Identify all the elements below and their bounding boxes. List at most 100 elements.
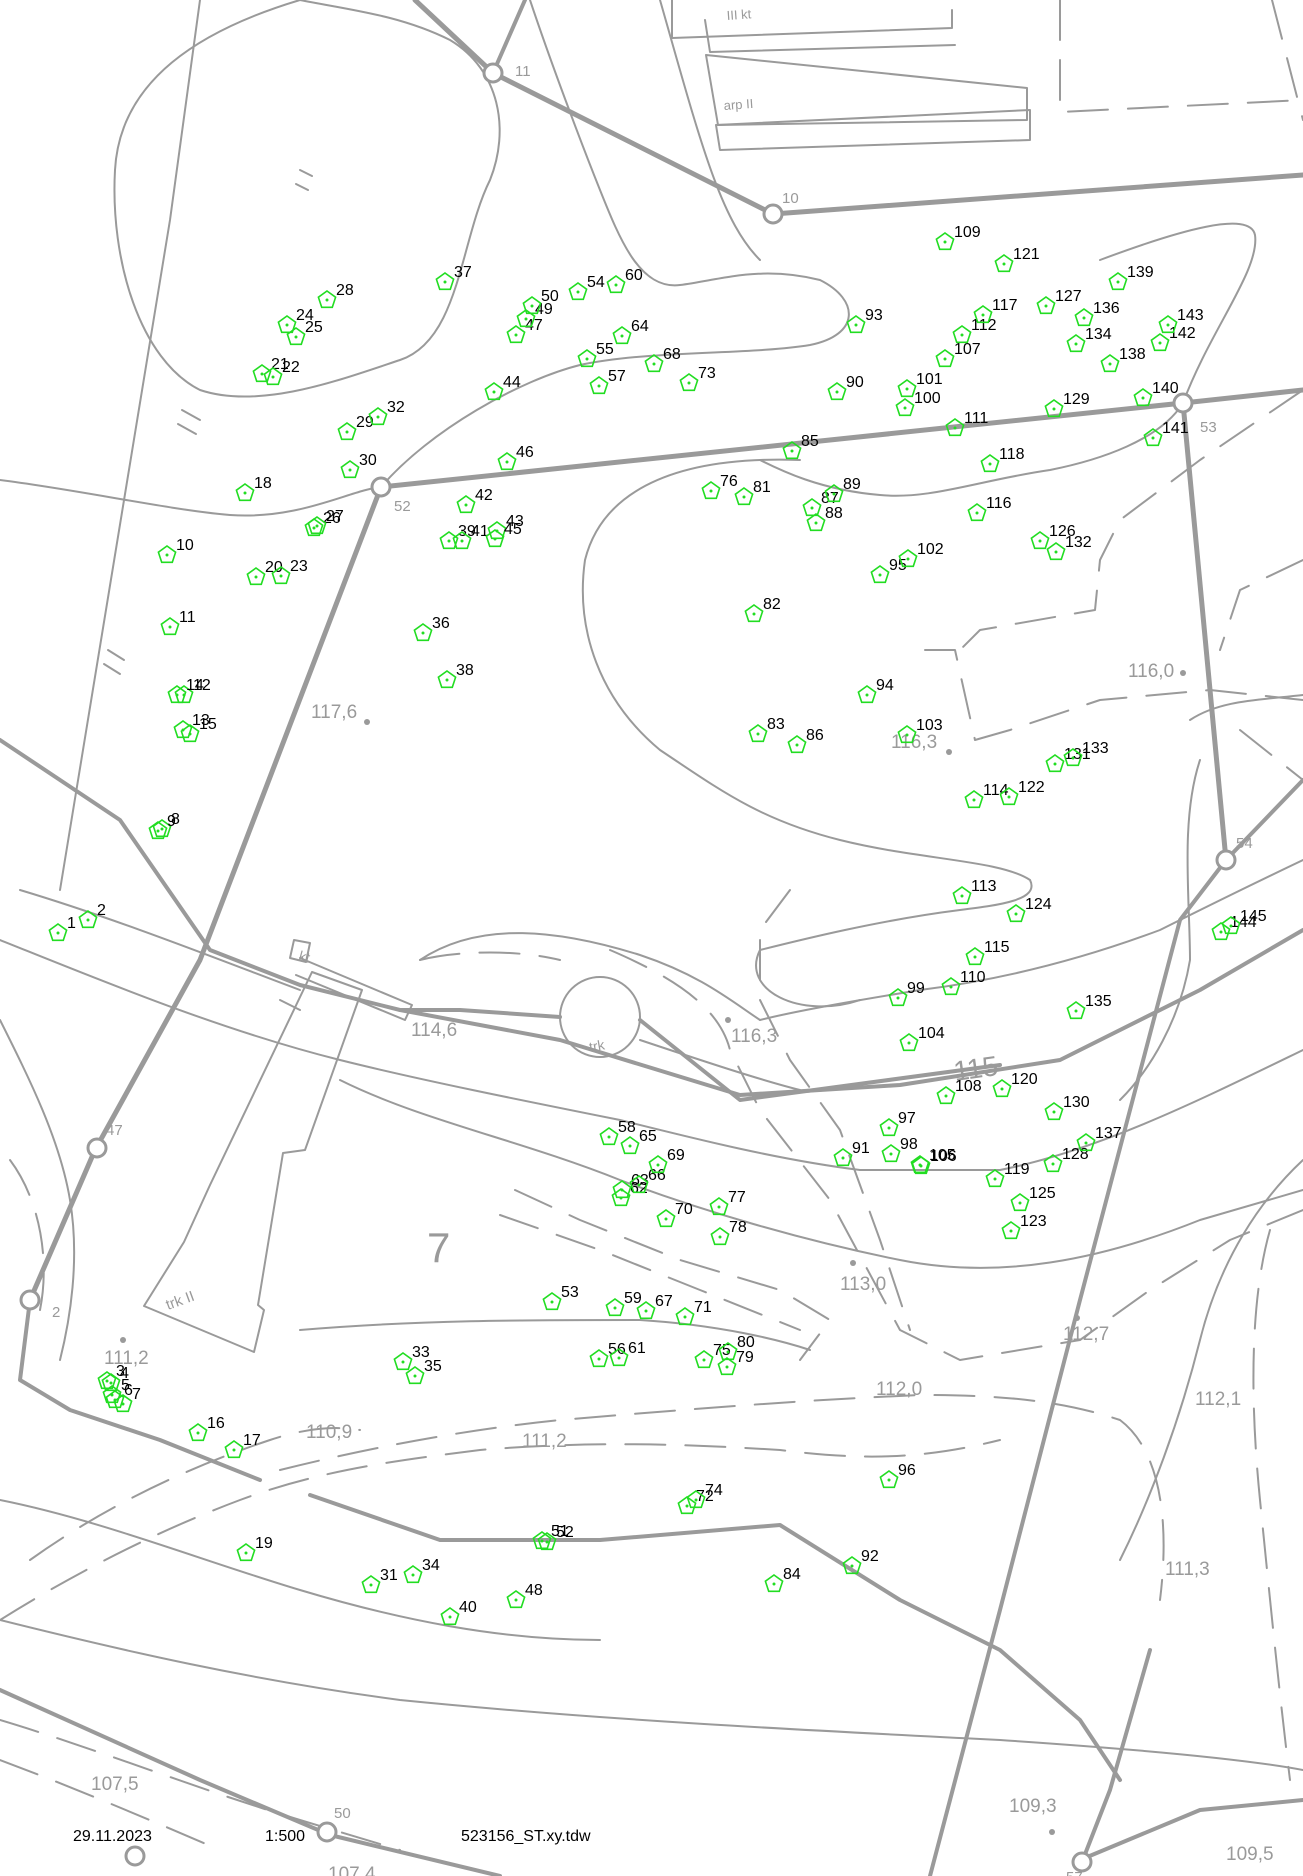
tree-marker-icon	[271, 566, 291, 585]
tree-center-dot	[1009, 1229, 1013, 1233]
tree-center-dot	[756, 732, 760, 736]
tree-37: 37	[435, 264, 472, 291]
map-label-st-10: 10	[782, 190, 799, 207]
tree-number-label: 59	[624, 1290, 642, 1307]
tree-center-dot	[105, 1379, 109, 1383]
tree-120: 120	[992, 1071, 1038, 1098]
tree-number-label: 34	[422, 1557, 440, 1574]
tree-7: 7	[113, 1386, 141, 1413]
thin-line-mid-2	[0, 939, 1303, 1171]
road-bottom-right	[1078, 1798, 1303, 1862]
tree-14: 14	[167, 677, 204, 704]
map-label-elev-110-9: 110,9	[306, 1422, 352, 1443]
tree-center-dot	[832, 492, 836, 496]
tree-110: 110	[941, 969, 986, 996]
tree-number-label: 110	[960, 969, 986, 986]
tree-80: 80	[718, 1334, 755, 1361]
elevation-points	[120, 670, 1186, 1835]
tree-number-label: 80	[737, 1334, 755, 1351]
tree-95: 95	[870, 557, 907, 584]
dash-right-parcel	[959, 389, 1303, 651]
tree-marker-icon	[452, 531, 472, 550]
tree-marker-icon	[936, 1086, 956, 1105]
tree-marker-icon	[636, 1301, 656, 1320]
tree-marker-icon	[1076, 1133, 1096, 1152]
tree-number-label: 92	[861, 1548, 879, 1565]
tree-center-dot	[607, 1135, 611, 1139]
tree-number-label: 58	[618, 1119, 636, 1136]
thin-line-inner-blob	[581, 458, 1033, 1008]
tree-marker-icon	[337, 422, 357, 441]
tree-center-dot	[726, 1350, 730, 1354]
tree-center-dot	[401, 1360, 405, 1364]
tree-marker-icon	[542, 1292, 562, 1311]
tree-center-dot	[841, 1156, 845, 1160]
map-label-elev-107-4: 107,4	[328, 1864, 376, 1876]
tree-138: 138	[1100, 346, 1146, 373]
tree-center-dot	[628, 1144, 632, 1148]
road-53-54	[1180, 400, 1229, 863]
tree-marker-icon	[393, 1352, 413, 1371]
tree-103: 103	[897, 717, 943, 744]
tree-60: 60	[606, 267, 643, 294]
tree-73: 73	[679, 365, 716, 392]
tree-number-label: 3	[116, 1363, 125, 1380]
tree-marker-icon	[888, 988, 908, 1007]
tree-marker-icon	[870, 565, 890, 584]
tree-139: 139	[1108, 264, 1154, 291]
tree-number-label: 12	[193, 677, 211, 694]
tree-center-dot	[1052, 407, 1056, 411]
road-west	[0, 738, 1303, 1097]
tree-center-dot	[1071, 756, 1075, 760]
tree-marker-icon	[435, 272, 455, 291]
tree-marker-icon	[718, 1342, 738, 1361]
tree-number-label: 104	[918, 1025, 945, 1042]
tree-number-label: 43	[506, 513, 524, 530]
tree-137: 137	[1076, 1125, 1122, 1152]
tree-center-dot	[1158, 341, 1162, 345]
tree-marker-icon	[1108, 272, 1128, 291]
tree-center-dot	[369, 1583, 373, 1587]
tree-marker-icon	[911, 1156, 931, 1175]
tree-108: 108	[936, 1078, 982, 1105]
tree-132: 132	[1046, 534, 1092, 561]
tree-number-label: 101	[916, 371, 943, 388]
tree-marker-icon	[734, 487, 754, 506]
tree-number-label: 51	[551, 1523, 569, 1540]
tree-number-label: 74	[705, 1482, 723, 1499]
tree-number-label: 37	[454, 264, 472, 281]
tree-number-label: 22	[282, 359, 300, 376]
tree-number-label: 15	[199, 716, 217, 733]
tree-number-label: 77	[728, 1189, 746, 1206]
map-label-st-54: 54	[1236, 835, 1253, 852]
tree-number-label: 25	[305, 319, 323, 336]
tree-119: 119	[985, 1161, 1030, 1188]
tree-center-dot	[585, 357, 589, 361]
tree-19: 19	[236, 1535, 273, 1562]
dash-lower-2	[0, 1439, 1001, 1621]
tree-center-dot	[772, 1582, 776, 1586]
tree-center-dot	[514, 1598, 518, 1602]
tree-number-label: 53	[561, 1284, 579, 1301]
tree-38: 38	[437, 662, 474, 689]
tree-marker-icon	[1044, 1102, 1064, 1121]
tree-center-dot	[1018, 1201, 1022, 1205]
tree-marker-icon	[895, 398, 915, 417]
road-south-2	[308, 1493, 1122, 1782]
tree-center-dot	[315, 524, 319, 528]
station-57	[1071, 1851, 1093, 1873]
contour-north-loop	[113, 0, 501, 398]
map-label-elev-112-0: 112,0	[876, 1379, 922, 1400]
footer-scale: 1:500	[265, 1828, 305, 1845]
tree-number-label: 19	[255, 1535, 273, 1552]
tree-number-label: 39	[458, 523, 476, 540]
tree-11: 11	[160, 609, 196, 636]
tree-77: 77	[709, 1189, 746, 1216]
tree-number-label: 123	[1020, 1213, 1047, 1230]
tree-number-label: 71	[694, 1299, 712, 1316]
tree-center-dot	[1054, 550, 1058, 554]
tree-marker-icon	[833, 1148, 853, 1167]
tree-center-dot	[878, 573, 882, 577]
tree-113: 113	[952, 878, 997, 905]
footer-filename: 523156_ST.xy.tdw	[461, 1828, 591, 1845]
